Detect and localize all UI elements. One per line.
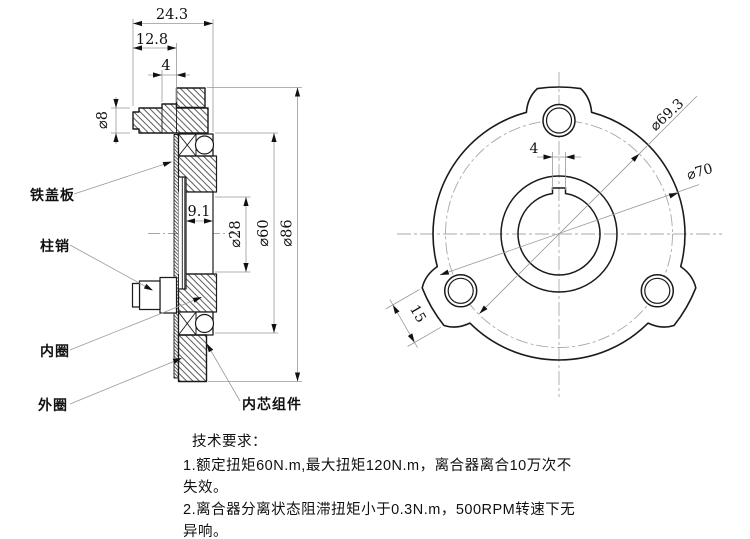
dim-bearing-diameter: ⌀60: [256, 219, 272, 246]
tech-line-2: 失效。: [183, 479, 228, 496]
tech-requirements: 技术要求： 1.额定扭矩60N.m,最大扭矩120N.m，离合器离合10万次不 …: [183, 433, 575, 539]
bolt-circle-dim-line: [479, 95, 698, 314]
dim-bore-diameter: ⌀28: [228, 220, 244, 247]
part-leaders: [69, 161, 241, 405]
bearing-cross-2: [178, 133, 197, 157]
tech-line-3: 2.离合器分离状态阻滞扭矩小于0.3N.m，500RPM转速下无: [183, 501, 575, 518]
section-dimensions: [111, 19, 302, 382]
dim-overall-width: 24.3: [156, 7, 188, 23]
bearing-cross-4: [178, 311, 197, 336]
dim-flange-diameter: ⌀86: [280, 219, 296, 246]
dim-lobe-width: 15: [406, 302, 429, 325]
tech-heading: 技术要求：: [192, 433, 267, 450]
upper-bearing: [177, 133, 215, 157]
bore-with-keyway: [517, 187, 601, 276]
core-block-lower: [177, 273, 218, 313]
dim-body-diameter: ⌀70: [685, 161, 715, 184]
label-outer-ring: 外圈: [38, 397, 68, 413]
body-dim-line: [439, 184, 700, 276]
label-inner-ring: 内圈: [40, 343, 70, 359]
tech-line-4: 异响。: [183, 523, 228, 539]
dim-inner-width: 9.1: [187, 204, 210, 220]
front-view: 4 ⌀69.3 ⌀70 15: [385, 72, 722, 397]
dim-shaft-diameter: ⌀8: [95, 111, 111, 129]
dim-keyway-width: 4: [530, 141, 539, 157]
core-block-upper: [177, 155, 218, 193]
flange-lobe-top-section: [175, 87, 206, 109]
dim-bolt-circle: ⌀69.3: [647, 96, 687, 135]
label-cover-plate: 铁盖板: [30, 187, 75, 203]
bearing-ball-top: [194, 135, 215, 155]
section-view: 24.3 12.8 4 ⌀8 9.1 ⌀28 ⌀60 ⌀86 铁盖板 柱销 内圈…: [30, 7, 302, 413]
hub-circle: [500, 175, 618, 293]
dim-collar-width: 4: [161, 58, 170, 74]
hub-section: [178, 177, 214, 289]
flange-outline: [421, 86, 697, 361]
label-pin: 柱销: [40, 238, 70, 254]
label-core-assembly: 内芯组件: [242, 396, 302, 412]
flange-lobe-bottom-section: [177, 334, 208, 383]
lower-bearing: [177, 311, 215, 336]
mounting-holes: [443, 103, 675, 308]
bushing-shaft-section: [132, 103, 209, 134]
dim-hub-length: 12.8: [136, 32, 168, 48]
bearing-ball-bottom: [194, 313, 215, 334]
tech-line-1: 1.额定扭矩60N.m,最大扭矩120N.m，离合器离合10万次不: [183, 457, 572, 474]
